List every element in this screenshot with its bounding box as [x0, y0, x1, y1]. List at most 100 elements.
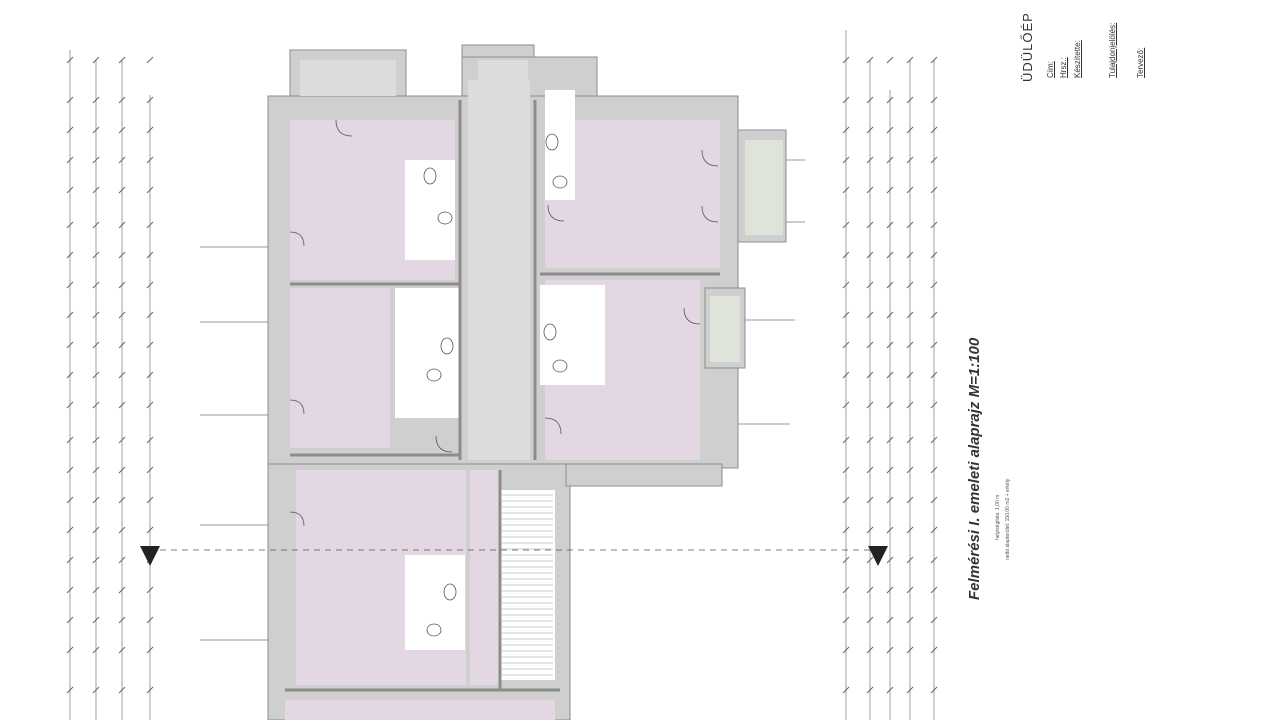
dimension-tick [930, 341, 938, 349]
dimension-tick [866, 371, 874, 379]
dimension-tick [906, 586, 914, 594]
dimension-tick [146, 186, 154, 194]
dimension-tick [866, 526, 874, 534]
dimension-tick [92, 186, 100, 194]
dimension-tick [66, 526, 74, 534]
room [478, 60, 528, 90]
dimension-tick [118, 586, 126, 594]
rooms [285, 60, 783, 720]
dimension-tick [886, 56, 894, 64]
dimension-tick [842, 586, 850, 594]
dimension-tick [906, 401, 914, 409]
dimension-tick [930, 646, 938, 654]
dimension-tick [866, 311, 874, 319]
room [470, 470, 500, 685]
dimension-tick [66, 251, 74, 259]
dimension-tick [886, 616, 894, 624]
dimension-tick [930, 616, 938, 624]
dimension-tick [118, 466, 126, 474]
title-block-field: Tervező: [1136, 47, 1145, 78]
dimension-tick [906, 126, 914, 134]
dimension-tick [930, 556, 938, 564]
dimension-tick [842, 401, 850, 409]
dimension-tick [146, 646, 154, 654]
dimension-tick [886, 646, 894, 654]
dimension-tick [146, 311, 154, 319]
washbasin-icon [552, 175, 568, 189]
title-block-field: Cím: [1046, 61, 1055, 78]
dimension-tick [842, 186, 850, 194]
dimension-tick [146, 221, 154, 229]
dimension-tick [906, 371, 914, 379]
dimension-tick [886, 526, 894, 534]
drawing-subtitle: helyiséglista: 1,00 m [995, 494, 1001, 540]
dimension-tick [66, 281, 74, 289]
drawing-subtitle: nettó alapterület: 150,00 m2 + erkély [1005, 478, 1011, 560]
dimension-tick [842, 96, 850, 104]
dimension-tick [146, 466, 154, 474]
dimension-tick [66, 126, 74, 134]
title-block-heading: ÜDÜLŐÉP [1020, 12, 1035, 82]
dimension-tick [92, 526, 100, 534]
dimension-tick [886, 341, 894, 349]
dimension-tick [906, 466, 914, 474]
dimension-tick [842, 251, 850, 259]
dimension-tick [92, 646, 100, 654]
dimension-tick [92, 96, 100, 104]
room [745, 140, 783, 235]
dimension-tick [930, 311, 938, 319]
dimension-tick [886, 371, 894, 379]
dimension-ticks [66, 56, 938, 694]
door-swings [289, 119, 719, 527]
dimension-tick [146, 686, 154, 694]
dimension-tick [118, 156, 126, 164]
dimension-tick [930, 526, 938, 534]
dimension-tick [92, 496, 100, 504]
dimension-tick [842, 221, 850, 229]
dimension-tick [906, 556, 914, 564]
dimension-tick [906, 186, 914, 194]
dimension-tick [906, 616, 914, 624]
dimension-tick [930, 496, 938, 504]
dimension-tick [118, 526, 126, 534]
dimension-tick [866, 341, 874, 349]
dimension-tick [146, 586, 154, 594]
dimension-tick [118, 186, 126, 194]
dimension-tick [66, 96, 74, 104]
toilet-icon [440, 337, 454, 355]
dimension-tick [906, 56, 914, 64]
dimension-tick [930, 251, 938, 259]
sanitary-fixtures [423, 133, 568, 637]
dimension-tick [866, 186, 874, 194]
dimension-tick [930, 221, 938, 229]
dimension-tick [886, 156, 894, 164]
dimension-tick [866, 686, 874, 694]
dimension-tick [906, 496, 914, 504]
dimension-tick [930, 371, 938, 379]
washbasin-icon [437, 211, 453, 225]
dimension-tick [92, 401, 100, 409]
dimension-tick [886, 686, 894, 694]
room [300, 60, 396, 96]
dimension-tick [842, 496, 850, 504]
dimension-tick [842, 466, 850, 474]
title-block-field: Tulajdonjelölés: [1108, 22, 1117, 78]
dimension-tick [146, 341, 154, 349]
toilet-icon [543, 323, 557, 341]
dimension-tick [842, 156, 850, 164]
dimension-tick [866, 496, 874, 504]
dimension-tick [146, 401, 154, 409]
dimension-tick [66, 586, 74, 594]
dimension-tick [906, 251, 914, 259]
dimension-tick [866, 556, 874, 564]
dimension-tick [146, 371, 154, 379]
dimension-tick [146, 281, 154, 289]
dimension-tick [842, 526, 850, 534]
dimension-tick [146, 251, 154, 259]
dimension-tick [842, 56, 850, 64]
dimension-tick [930, 401, 938, 409]
dimension-tick [930, 156, 938, 164]
dimension-tick [118, 556, 126, 564]
dimension-tick [906, 341, 914, 349]
dimension-tick [842, 371, 850, 379]
